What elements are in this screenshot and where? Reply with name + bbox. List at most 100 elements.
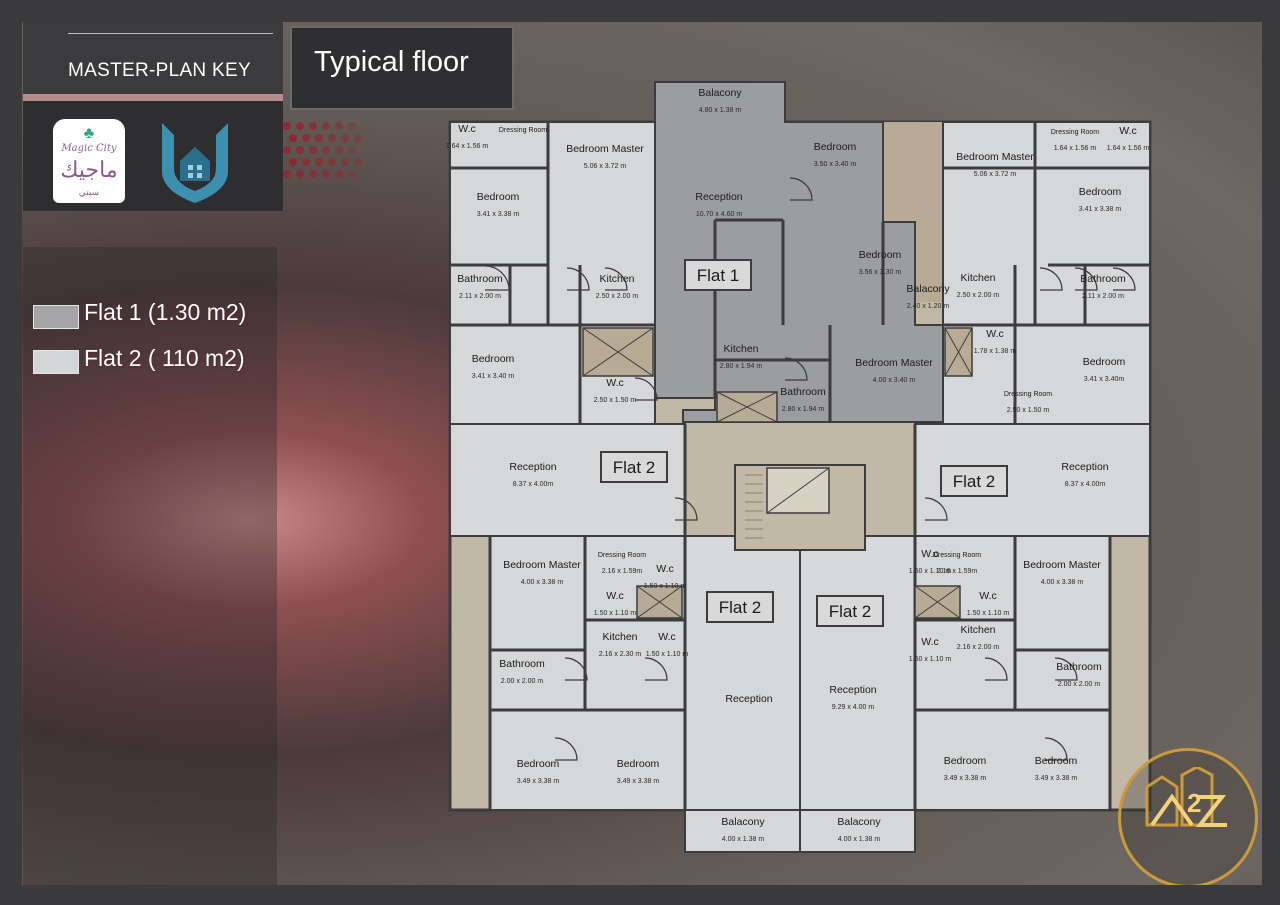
room-dimension: 3.56 x 3.30 m: [859, 269, 902, 276]
room-label: Dressing Room: [499, 127, 547, 134]
room-label: Bedroom Master: [1023, 559, 1101, 571]
house-shield-logo-icon: [162, 123, 228, 203]
decorative-dot-grid: [283, 122, 363, 184]
door-swing: [1039, 267, 1063, 291]
room-dimension: 1.78 x 1.38 m: [974, 348, 1017, 355]
shaft-cross: [636, 585, 683, 619]
room-dimension: 2.40 x 1.20 m: [907, 303, 950, 310]
flat-tag: Flat 2: [613, 458, 656, 477]
flat-tag: Flat 1: [697, 266, 740, 285]
flat-tag: Flat 2: [829, 602, 872, 621]
room-dimension: 3.50 x 3.40 m: [814, 161, 857, 168]
room-dimension: 1.64 x 1.56 m: [1107, 145, 1150, 152]
decor-dot: [315, 158, 323, 166]
room-dimension: 1.50 x 1.10 m: [594, 610, 637, 617]
room-label: Kitchen: [960, 624, 995, 636]
room-dimension: 3.49 x 3.38 m: [1035, 775, 1078, 782]
door-swing: [784, 357, 808, 381]
room-label: Reception: [829, 684, 876, 696]
room-label: Kitchen: [602, 631, 637, 643]
shaft-cross: [914, 585, 961, 619]
room-label: Bedroom: [1083, 356, 1126, 368]
decor-dot: [341, 134, 349, 142]
room-label: Bathroom: [457, 273, 503, 285]
header-divider: [68, 33, 273, 34]
room-dimension: 1.50 x 1.10 m: [909, 656, 952, 663]
magic-city-arabic-sub: سيتي: [78, 187, 100, 197]
door-swing: [644, 657, 668, 681]
room-dimension: 1.64 x 1.56 m: [1054, 145, 1097, 152]
room-dimension: 2.00 x 2.00 m: [1058, 681, 1101, 688]
decor-dot: [296, 146, 304, 154]
door-swing: [604, 267, 628, 291]
flat2-legend-label: Flat 2 ( 110 m2): [84, 345, 245, 371]
decor-dot: [296, 122, 304, 130]
room-label: Dressing Room: [598, 552, 646, 559]
decor-dot: [335, 122, 343, 130]
decor-dot: [341, 158, 349, 166]
door-swing: [674, 497, 698, 521]
room-dimension: 9.29 x 4.00 m: [832, 704, 875, 711]
decor-dot: [309, 146, 317, 154]
room-label: Bathroom: [780, 386, 826, 398]
door-swing: [789, 177, 813, 201]
shaft-cross: [582, 327, 654, 377]
magic-city-arabic: ماجيك: [60, 157, 118, 182]
page-title-box: Typical floor: [290, 26, 514, 110]
room-label: W.c: [606, 377, 624, 389]
flat-tag-box: [706, 591, 774, 623]
flat-tag-box: [684, 259, 752, 291]
legend-panel: [23, 247, 277, 885]
room-label: Reception: [1061, 461, 1108, 473]
room-label: Bedroom: [944, 755, 987, 767]
balcony-bottom-right: [799, 809, 916, 853]
room-label: Bedroom Master: [956, 151, 1034, 163]
room-dimension: 3.41 x 3.40m: [1084, 376, 1125, 383]
door-swing: [634, 377, 658, 401]
room-dimension: 2.80 x 1.94 m: [782, 406, 825, 413]
master-plan-key-title: MASTER-PLAN KEY: [68, 60, 251, 81]
decor-dot: [322, 170, 330, 178]
decor-dot: [302, 134, 310, 142]
room-label: Bedroom: [477, 191, 520, 203]
room-label: Bedroom: [472, 353, 515, 365]
room-label: W.c: [986, 328, 1004, 340]
room-dimension: 2.16 x 1.59m: [602, 568, 643, 575]
room-label: Bedroom: [859, 249, 902, 261]
room-dimension: 4.00 x 3.40 m: [873, 377, 916, 384]
decor-dot: [348, 146, 356, 154]
room-dimension: 2.16 x 2.00 m: [957, 644, 1000, 651]
room-dimension: 5.06 x 3.72 m: [974, 171, 1017, 178]
magic-city-latin: Magic City: [61, 143, 117, 154]
room-label: Dressing Room: [933, 552, 981, 559]
decor-dot: [354, 134, 362, 142]
room-dimension: 3.49 x 3.38 m: [517, 778, 560, 785]
room-dimension: 1.64 x 1.56 m: [446, 143, 489, 150]
room-dimension: 2.50 x 2.00 m: [957, 292, 1000, 299]
door-swing: [554, 737, 578, 761]
room-dimension: 2.50 x 1.50 m: [1007, 407, 1050, 414]
door-swing: [484, 265, 510, 291]
flat2-swatch: [33, 350, 79, 374]
room-label: Balacony: [906, 283, 950, 295]
room-label: Balacony: [698, 87, 742, 99]
decor-dot: [309, 170, 317, 178]
decor-dot: [309, 122, 317, 130]
decor-dot: [348, 122, 356, 130]
room-dimension: 2.11 x 2.00 m: [1082, 293, 1124, 300]
decor-dot: [283, 146, 291, 154]
magic-city-logo: ♣ Magic City ماجيك سيتي: [53, 119, 125, 203]
decor-dot: [328, 158, 336, 166]
flat2-bottom-right: [799, 535, 1111, 811]
decor-dot: [283, 122, 291, 130]
room-label: Dressing Room: [1051, 129, 1099, 136]
shaft-cross: [944, 327, 973, 377]
decor-dot: [315, 134, 323, 142]
room-label: Reception: [695, 191, 742, 203]
room-dimension: 2.80 x 1.94 m: [720, 363, 763, 370]
room-label: Bedroom Master: [566, 143, 644, 155]
door-swing: [984, 657, 1008, 681]
decor-dot: [289, 158, 297, 166]
